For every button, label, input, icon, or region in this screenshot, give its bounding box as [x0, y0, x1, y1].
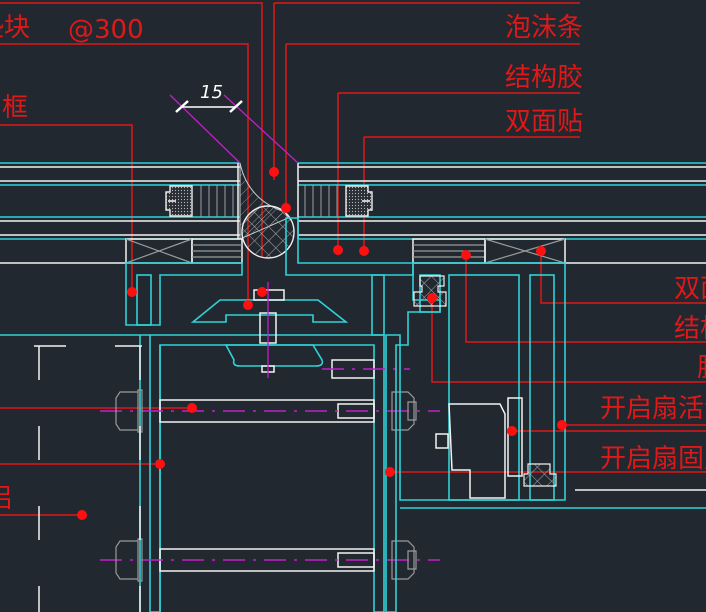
label-foam-rod: 泡沫条 — [505, 13, 583, 43]
label-frame: 框 — [2, 93, 28, 123]
glass-panel-left — [0, 162, 240, 240]
dimension-value: 15 — [200, 82, 223, 103]
label-double-sided-tape-2: 双面 — [674, 274, 706, 304]
spacer-right — [345, 185, 373, 217]
mullion — [139, 282, 385, 612]
labels: 垫块 @300 框 泡沫条 结构胶 双面贴 双面 结构 胶 开启扇活动 开启扇固… — [0, 13, 706, 514]
dimension-15: 15 — [169, 82, 299, 164]
leader-lines — [0, 2, 706, 516]
left-frame-profile — [0, 262, 243, 336]
setting-blocks — [0, 238, 706, 264]
label-spacing: @300 — [68, 15, 144, 45]
spacer-left — [165, 185, 193, 217]
bolt-upper — [100, 389, 440, 433]
foam-rod-shape — [241, 205, 295, 259]
label-glue-2: 胶 — [697, 353, 706, 383]
vent-sash-frame — [385, 262, 706, 612]
bracket-lines — [34, 345, 142, 612]
pressure-plate — [190, 289, 349, 323]
label-double-sided-tape: 双面贴 — [505, 107, 583, 137]
leader-dots — [77, 167, 567, 520]
label-aluminum: 铝 — [0, 484, 12, 514]
label-vent-sash-movable: 开启扇活动 — [600, 394, 706, 424]
gasket-top — [413, 275, 447, 307]
gasket-bottom — [523, 463, 557, 487]
label-structural-2: 结构 — [674, 314, 706, 344]
label-block: 垫块 — [0, 13, 30, 43]
label-vent-sash-fixed: 开启扇固定 — [600, 444, 706, 474]
bolt-lower — [100, 538, 440, 582]
label-structural-sealant: 结构胶 — [505, 63, 583, 93]
sealant-joint — [239, 162, 295, 259]
